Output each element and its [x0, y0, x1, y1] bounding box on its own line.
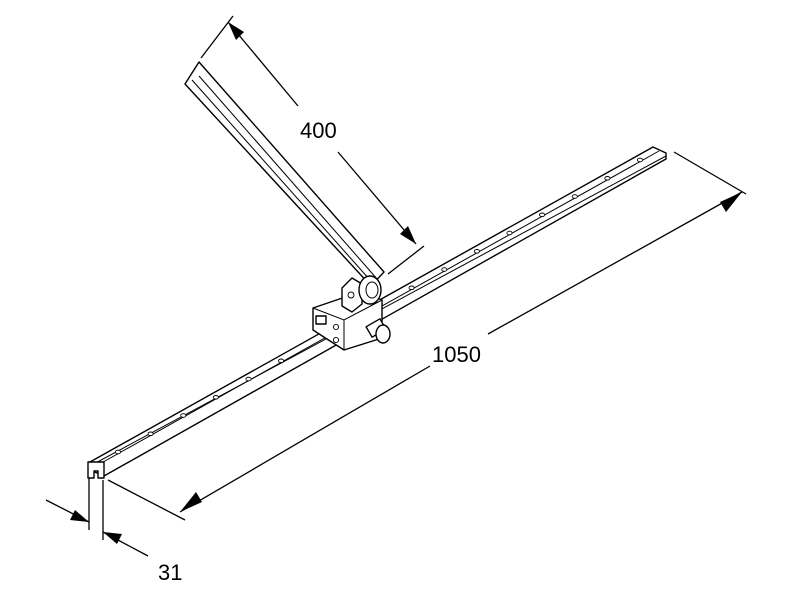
rail-hole [245, 376, 252, 382]
rail-hole [180, 413, 187, 418]
rail-hole [278, 358, 285, 364]
rail-hole [636, 157, 644, 163]
rail-hole [571, 194, 578, 199]
rail-hole [147, 431, 154, 437]
rail-hole [473, 249, 480, 254]
dimension-arm-length: 400 [200, 15, 425, 275]
dimension-rail-width: 31 [45, 478, 182, 585]
rail-hole [539, 212, 546, 218]
rail-hole [212, 395, 219, 400]
rail-hole [604, 176, 611, 181]
dimension-rail-length: 1050 [107, 151, 747, 521]
rail-hole [441, 267, 448, 272]
rail-hole [408, 285, 415, 291]
swing-arm [184, 61, 385, 287]
dimension-label-31: 31 [158, 560, 182, 585]
rail-hole [114, 449, 122, 455]
carriage-block [312, 275, 391, 351]
rail-hole [506, 230, 513, 236]
dimension-label-400: 400 [300, 118, 337, 143]
rail-end-profile [87, 461, 105, 479]
rail-holes [114, 157, 644, 455]
clamp-knob [365, 318, 391, 344]
dimension-label-1050: 1050 [432, 342, 481, 367]
